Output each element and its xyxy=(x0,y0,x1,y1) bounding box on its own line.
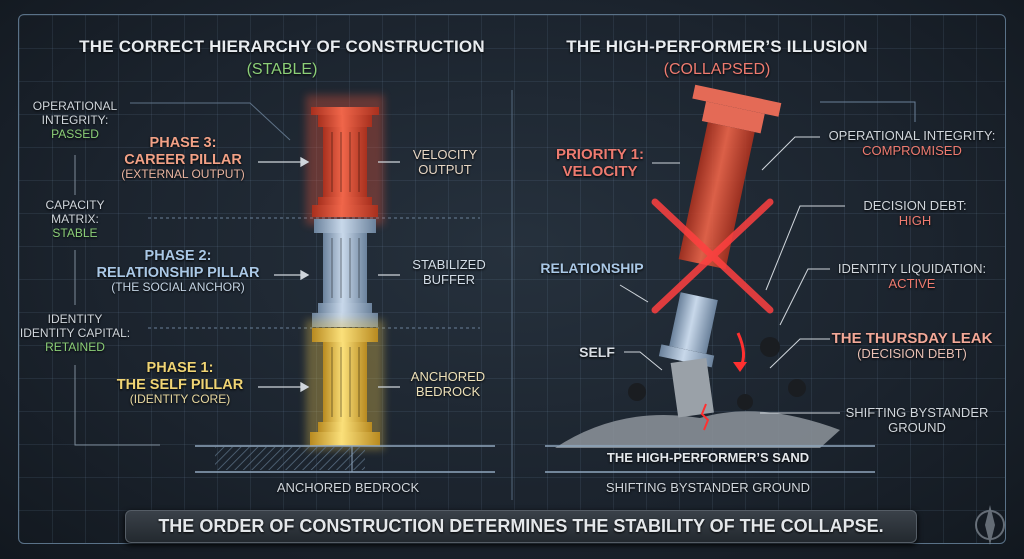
right-status: (COLLAPSED) xyxy=(663,61,771,78)
phase-1-label: PHASE 1:THE SELF PILLAR(IDENTITY CORE) xyxy=(116,360,244,407)
self-label: SELF xyxy=(579,344,615,360)
thursday-leak-label: THE THURSDAY LEAK(DECISION DEBT) xyxy=(831,330,993,362)
left-status: (STABLE) xyxy=(246,61,318,78)
metric-bracket xyxy=(74,155,160,446)
red-x-icon xyxy=(651,198,774,314)
right-ground-label: SHIFTING BYSTANDER GROUND xyxy=(605,480,811,495)
phase-3-label: PHASE 3:CAREER PILLAR(EXTERNAL OUTPUT) xyxy=(121,135,245,182)
compass-logo-icon xyxy=(975,505,1005,545)
self-pillar xyxy=(306,320,384,450)
collapsed-relationship-pillar xyxy=(658,292,718,368)
left-ground-label: ANCHORED BEDROCK xyxy=(276,480,420,495)
left-title: THE CORRECT HIERARCHY OF CONSTRUCTION xyxy=(79,37,485,56)
right-title: THE HIGH-PERFORMER’S ILLUSION xyxy=(566,37,868,56)
note-operational-integrity: OPERATIONAL INTEGRITY:COMPROMISED xyxy=(828,128,996,158)
phase-arrows xyxy=(258,156,400,393)
conclusion-banner: THE ORDER OF CONSTRUCTION DETERMINES THE… xyxy=(125,510,917,543)
sand-heap xyxy=(555,411,840,448)
career-pillar xyxy=(306,95,384,225)
note-identity-liquidation: IDENTITY LIQUIDATION:ACTIVE xyxy=(837,261,987,291)
collapsed-self-pillar xyxy=(670,358,714,418)
bedrock-hatch xyxy=(215,447,365,470)
sand-label: THE HIGH-PERFORMER’S SAND xyxy=(606,450,810,465)
right-callout-lines xyxy=(619,136,845,414)
relationship-label: RELATIONSHIP xyxy=(540,260,644,276)
priority-velocity-label: PRIORITY 1:VELOCITY xyxy=(555,146,645,181)
debris-balls xyxy=(628,337,806,410)
note-decision-debt: DECISION DEBT:HIGH xyxy=(863,198,967,228)
relationship-pillar xyxy=(312,219,378,327)
phase-2-label: PHASE 2:RELATIONSHIP PILLAR(THE SOCIAL A… xyxy=(96,248,260,295)
falling-career-pillar xyxy=(678,84,782,270)
